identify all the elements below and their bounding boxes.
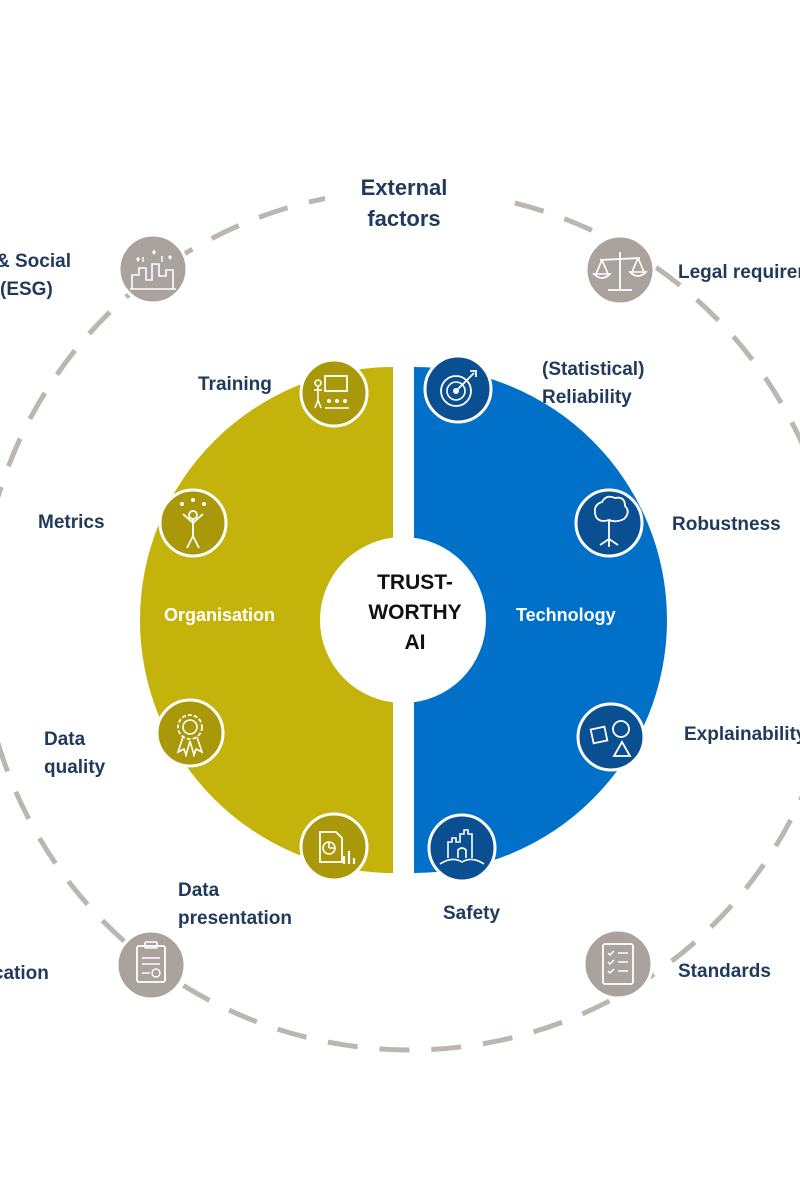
center-title-line1: TRUST- xyxy=(377,571,453,594)
esg-label-line2: (ESG) xyxy=(0,279,53,300)
technology-label: Technology xyxy=(516,605,616,625)
data-quality-label-line2: quality xyxy=(44,757,106,778)
tree-icon xyxy=(574,488,644,558)
target-icon xyxy=(423,354,493,424)
data-presentation-label-line2: presentation xyxy=(178,908,293,929)
shapes-icon xyxy=(576,702,646,772)
training-presentation-icon xyxy=(299,358,369,428)
organisation-label: Organisation xyxy=(164,605,276,625)
certification-label: Certification xyxy=(0,963,49,984)
explainability-label: Explainability xyxy=(684,724,800,745)
center-circle xyxy=(320,537,486,703)
standards-label: Standards xyxy=(678,961,771,982)
award-rosette-icon xyxy=(155,698,225,768)
esg-label-line1: & Social xyxy=(0,251,71,272)
scales-icon xyxy=(584,234,656,306)
reliability-label-line2: Reliability xyxy=(542,387,632,408)
center-title: TRUST- WORTHY AI xyxy=(330,568,500,658)
reliability-label: (Statistical) Reliability xyxy=(542,356,644,412)
data-quality-label-line1: Data xyxy=(44,729,86,750)
data-quality-label: Data quality xyxy=(44,726,105,782)
castle-icon xyxy=(427,813,497,883)
checklist-icon xyxy=(582,928,654,1000)
external-factors-title-line1: External xyxy=(360,175,448,200)
data-report-icon xyxy=(299,812,369,882)
data-presentation-label: Data presentation xyxy=(178,877,292,933)
esg-city-icon xyxy=(117,233,189,305)
external-factors-title-line2: factors xyxy=(367,206,441,231)
center-title-line2: WORTHY xyxy=(368,601,462,624)
esg-label: & Social (ESG) xyxy=(0,248,71,304)
robustness-label: Robustness xyxy=(672,514,781,535)
external-factors-title: External factors xyxy=(314,172,494,234)
safety-label: Safety xyxy=(443,903,501,924)
juggler-icon xyxy=(158,488,228,558)
metrics-label: Metrics xyxy=(38,512,105,533)
legal-requirements-label: Legal requirements xyxy=(678,262,800,283)
reliability-label-line1: (Statistical) xyxy=(542,359,645,380)
certificate-icon xyxy=(115,929,187,1001)
data-presentation-label-line1: Data xyxy=(178,880,220,901)
center-title-line3: AI xyxy=(404,631,426,654)
training-label: Training xyxy=(198,374,272,395)
